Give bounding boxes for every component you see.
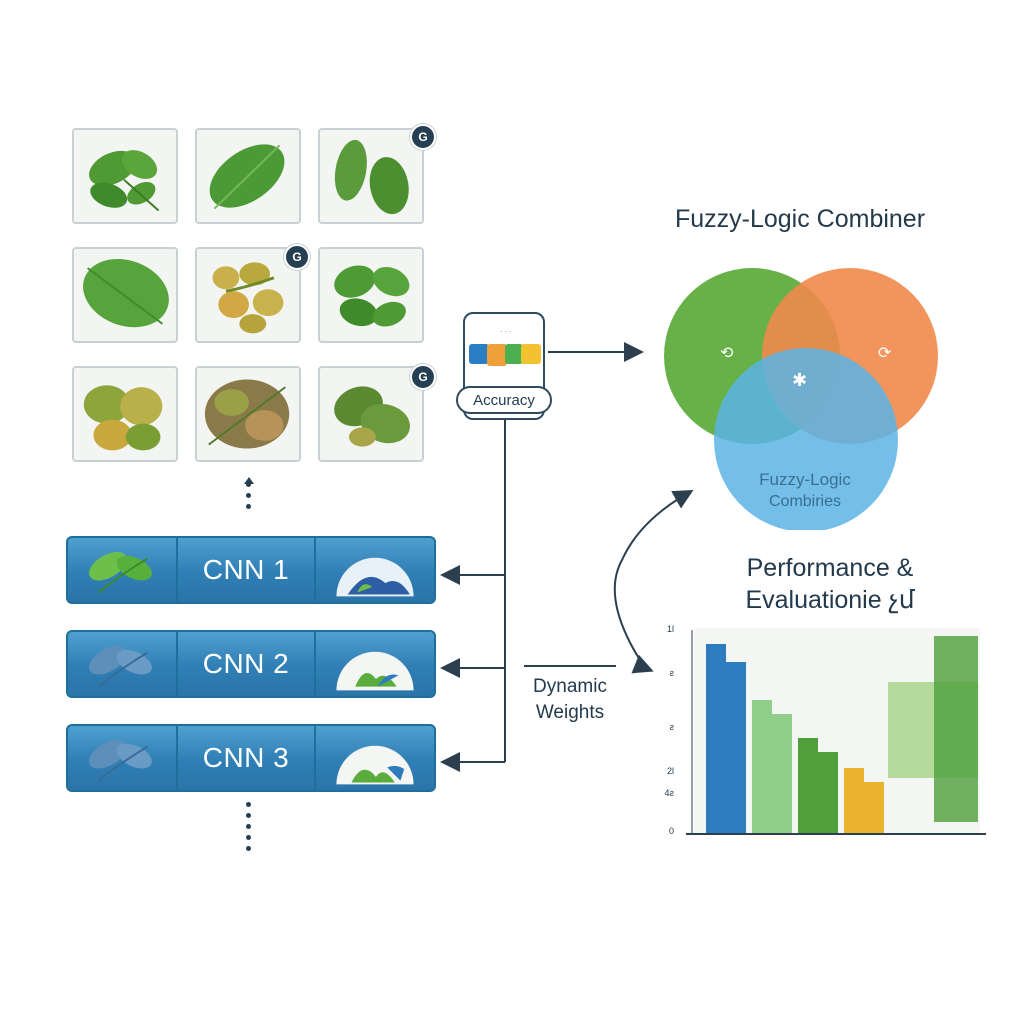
chart-bar [726,662,746,834]
chart-bar [864,782,884,834]
performance-title-line2: Evaluationie չմ [745,586,915,614]
chart-bar [706,644,726,834]
chart-bar [798,738,818,834]
cnn-label: CNN 2 [178,632,316,696]
badge-g-1: G [410,124,436,150]
ellipsis-top [246,482,251,515]
dynamic-weights-label: Dynamic Weights [520,674,620,726]
cnn-leaf-icon [68,538,178,602]
svg-text:· · ·: · · · [500,328,511,336]
y-tick-label: 1l [666,624,674,634]
leaf-image-5 [195,247,301,343]
cnn-leaf-icon [68,632,178,696]
venn-symbol-center: ✱ [792,370,807,391]
performance-chart: 1l ƨ ƨ 2l 4ƨ 0 [656,622,1000,846]
badge-g-2: G [284,244,310,270]
cnn-row-1: CNN 1 [66,536,436,604]
leaf-image-8 [195,366,301,462]
y-tick-label: 0 [668,826,674,836]
venn-symbol-right: ⟳ [878,343,892,362]
leaf-image-4 [72,247,178,343]
accuracy-label: Accuracy [456,386,552,414]
cnn-label: CNN 1 [178,538,316,602]
venn-diagram: ⟲ ⟳ ✱ [664,268,938,530]
venn-inner-text-1: Fuzzy-Logic [759,470,851,489]
leaf-image-6 [318,247,424,343]
cnn-row-2: CNN 2 [66,630,436,698]
cnn-row-3: CNN 3 [66,724,436,792]
chart-bar [818,752,838,834]
cnn-label: CNN 3 [178,726,316,790]
cnn-leaf-icon [68,726,178,790]
ellipsis-bottom [246,802,251,857]
chart-bar [844,768,864,834]
performance-title-line1: Performance & [746,554,914,582]
chart-overlay-block-dark [934,636,978,822]
venn-inner-text-2: Combiries [768,493,841,510]
gauge-icon [316,632,434,696]
leaf-image-3 [318,128,424,224]
combiner-title: Fuzzy-Logic Combiner [674,205,926,233]
y-tick-label: 4ƨ [664,788,674,798]
y-tick-label: ƨ [669,722,675,732]
accuracy-bars-icon: · · · [469,328,541,366]
leaf-image-7 [72,366,178,462]
y-tick-label: ƨ [669,668,675,678]
dynamic-weights-line1: Dynamic [533,676,607,697]
gauge-icon [316,726,434,790]
up-arrow-icon [244,477,254,484]
chart-bar [772,714,792,834]
venn-symbol-left: ⟲ [720,343,734,362]
leaf-image-2 [195,128,301,224]
gauge-icon [316,538,434,602]
y-tick-label: 2l [666,766,674,776]
performance-title: Performance & Evaluationie չմ [700,552,960,616]
leaf-image-1 [72,128,178,224]
leaf-image-9 [318,366,424,462]
venn-circle-blue [714,348,898,530]
badge-g-3: G [410,364,436,390]
performance-chart-svg [686,628,986,835]
dynamic-weights-line2: Weights [535,702,605,723]
chart-bar [752,700,772,834]
